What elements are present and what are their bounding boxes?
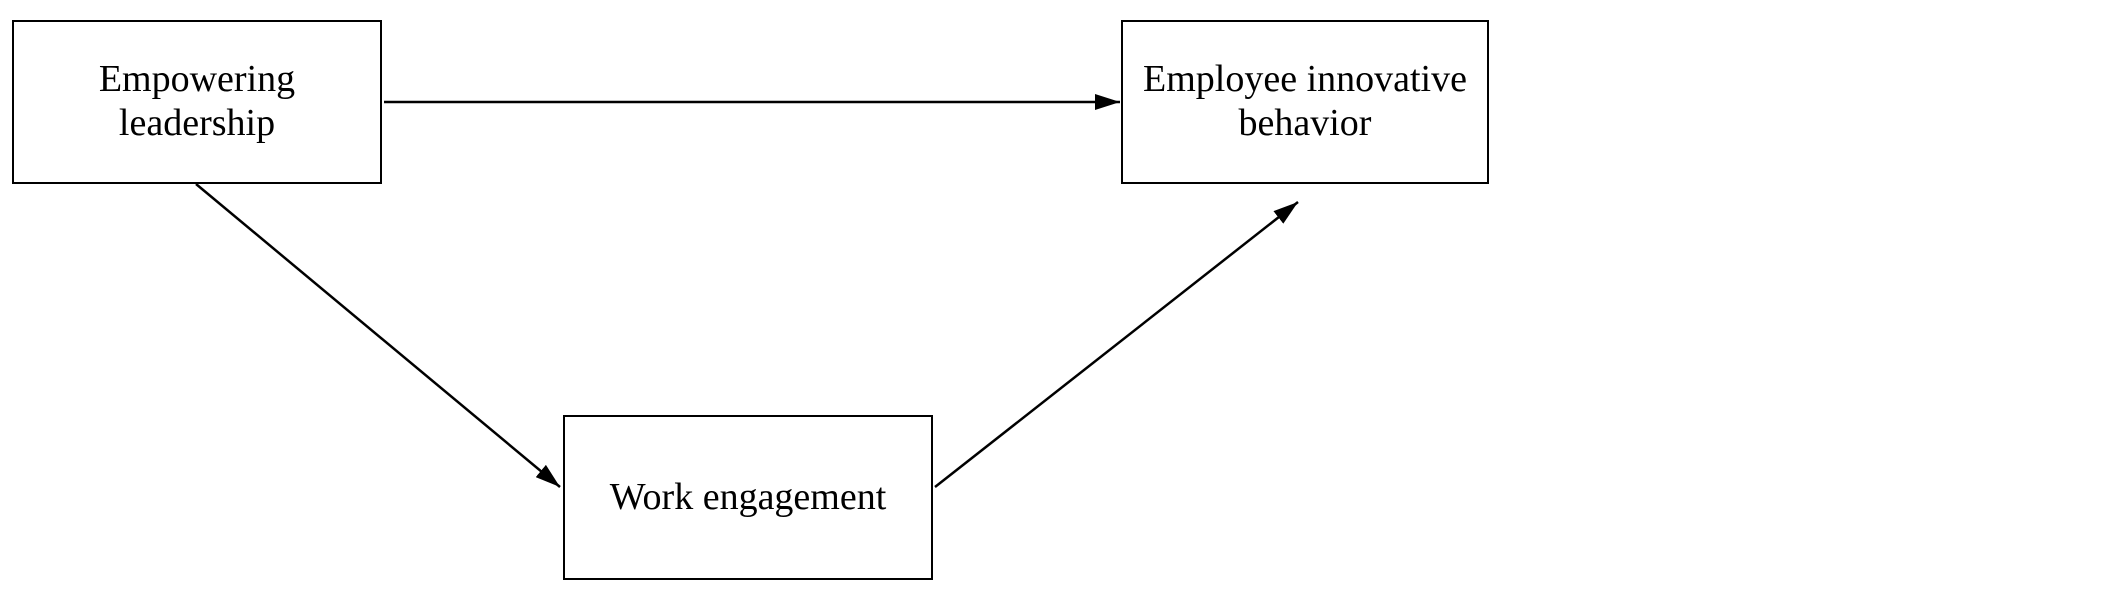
- node-empowering-leadership: Empowering leadership: [12, 20, 382, 184]
- arrow-work-engagement-to-innovative: [934, 201, 1299, 488]
- node-work-engagement: Work engagement: [563, 415, 933, 580]
- node-employee-innovative-behavior-label: Employee innovative behavior: [1143, 58, 1467, 144]
- node-employee-innovative-behavior: Employee innovative behavior: [1121, 20, 1489, 184]
- node-work-engagement-label: Work engagement: [609, 475, 887, 518]
- node-empowering-leadership-label: Empowering leadership: [98, 58, 296, 144]
- arrow-empowering-to-work-engagement: [195, 183, 561, 488]
